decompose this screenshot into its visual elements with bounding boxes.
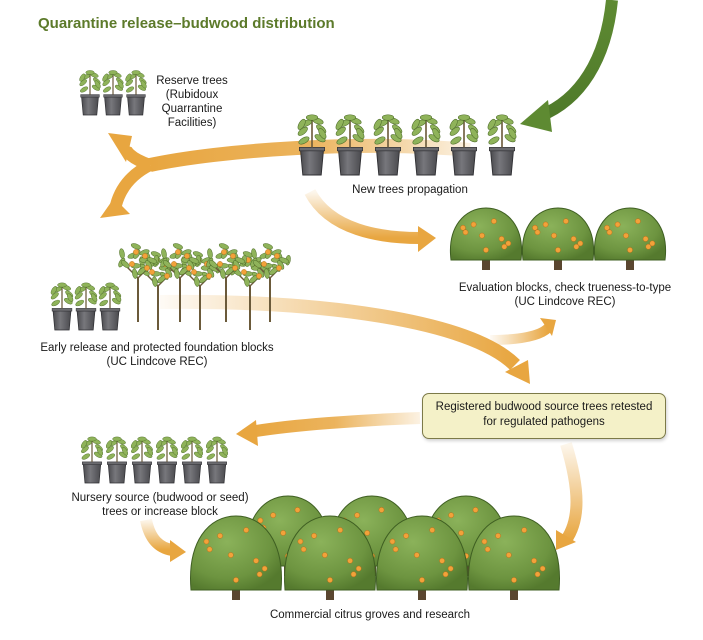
evaluation-blocks-label: Evaluation blocks, check trueness-to-typ… bbox=[440, 281, 690, 309]
citrus-tree-icon bbox=[376, 515, 468, 600]
reserve-label-line: Facilities) bbox=[167, 117, 217, 129]
reserve-label-line: (Rubidoux bbox=[165, 89, 219, 101]
potted-seedling-icon bbox=[411, 114, 441, 176]
page-title: Quarantine release–budwood distribution bbox=[38, 15, 335, 32]
tree-illustrations bbox=[50, 70, 667, 600]
fruiting-standard-tree-icon bbox=[206, 243, 247, 322]
citrus-tree-icon bbox=[593, 207, 667, 270]
nursery-source-label: Nursery source (budwood or seed) trees o… bbox=[52, 491, 268, 519]
potted-seedling-icon bbox=[130, 436, 154, 484]
flow-arrow-icon bbox=[100, 198, 130, 218]
flow-arrow-icon bbox=[556, 442, 583, 550]
flow-arrow-icon bbox=[304, 188, 436, 252]
potted-seedling-icon bbox=[449, 114, 479, 176]
reserve-label-line: Quarrantine bbox=[161, 103, 223, 115]
potted-seedling-icon bbox=[373, 114, 403, 176]
fruiting-standard-tree-icon bbox=[250, 243, 291, 322]
fruiting-standard-tree-icon bbox=[118, 243, 159, 322]
commercial-groves-label: Commercial citrus groves and research bbox=[220, 608, 520, 622]
nursery-label-line: trees or increase block bbox=[102, 506, 218, 518]
potted-seedling-icon bbox=[105, 436, 129, 484]
foundation-label-line: Early release and protected foundation b… bbox=[40, 342, 274, 354]
foundation-label-line: (UC Lindcove REC) bbox=[106, 356, 208, 368]
citrus-tree-icon bbox=[190, 515, 282, 600]
potted-seedling-icon bbox=[50, 282, 74, 331]
registered-label-line: for regulated pathogens bbox=[483, 416, 605, 428]
potted-seedling-icon bbox=[180, 436, 204, 484]
flow-arrow-icon bbox=[140, 518, 186, 562]
reserve-trees-label: Reserve trees (Rubidoux Quarrantine Faci… bbox=[150, 74, 234, 130]
potted-seedling-icon bbox=[297, 114, 327, 176]
potted-seedling-icon bbox=[102, 70, 124, 116]
fruiting-standard-tree-icon bbox=[160, 243, 201, 322]
flow-arrow-icon bbox=[236, 412, 421, 446]
potted-seedling-icon bbox=[205, 436, 229, 484]
flow-arrow-icon bbox=[159, 294, 530, 384]
citrus-tree-icon bbox=[449, 207, 523, 270]
potted-seedling-icon bbox=[80, 436, 104, 484]
foundation-blocks-label: Early release and protected foundation b… bbox=[22, 341, 292, 369]
citrus-tree-icon bbox=[468, 515, 560, 600]
flow-arrow-icon bbox=[110, 159, 153, 207]
potted-seedling-icon bbox=[74, 282, 98, 331]
evaluation-label-line: (UC Lindcove REC) bbox=[514, 296, 616, 308]
registered-budwood-callout: Registered budwood source trees retested… bbox=[422, 393, 666, 439]
citrus-tree-icon bbox=[521, 207, 595, 270]
potted-seedling-icon bbox=[487, 114, 517, 176]
citrus-tree-icon bbox=[284, 515, 376, 600]
reserve-label-line: Reserve trees bbox=[156, 75, 228, 87]
registered-label-line: Registered budwood source trees retested bbox=[435, 401, 653, 413]
evaluation-label-line: Evaluation blocks, check trueness-to-typ… bbox=[458, 282, 672, 294]
flow-arrow-icon bbox=[520, 0, 618, 132]
flow-arrow-icon bbox=[489, 318, 556, 345]
potted-seedling-icon bbox=[125, 70, 147, 116]
potted-seedling-icon bbox=[79, 70, 101, 116]
propagation-label: New trees propagation bbox=[320, 183, 500, 197]
nursery-label-line: Nursery source (budwood or seed) bbox=[71, 492, 249, 504]
potted-seedling-icon bbox=[155, 436, 179, 484]
potted-seedling-icon bbox=[98, 282, 122, 331]
commercial-label-line: Commercial citrus groves and research bbox=[269, 609, 471, 621]
propagation-label-line: New trees propagation bbox=[352, 184, 468, 196]
potted-seedling-icon bbox=[335, 114, 365, 176]
